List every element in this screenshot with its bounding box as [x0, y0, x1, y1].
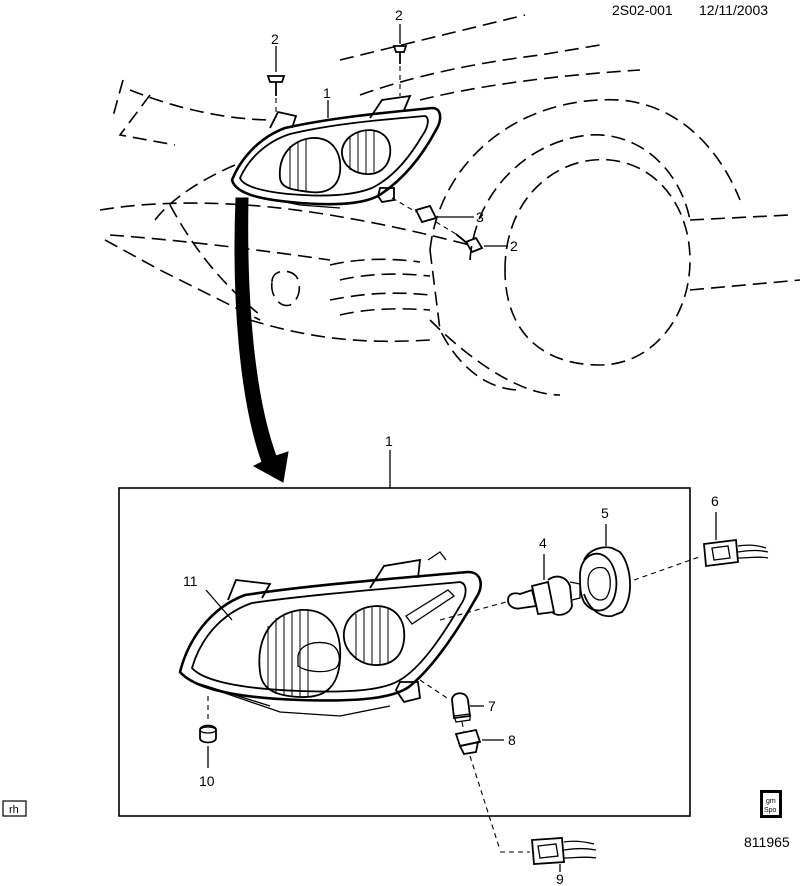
headlamp-bulb [507, 554, 581, 616]
callout-1-detail: 1 [385, 433, 393, 449]
callout-2-side: 2 [510, 238, 518, 254]
header-code: 2S02-001 [612, 2, 673, 18]
callout-11: 11 [183, 573, 198, 589]
vehicle-front-quarter [99, 14, 800, 396]
callout-2-top-right: 2 [395, 7, 403, 23]
headlamp-on-vehicle [230, 94, 442, 209]
callout-8: 8 [508, 732, 516, 748]
detail-frame [118, 487, 691, 817]
callout-4: 4 [539, 535, 547, 551]
callout-10: 10 [199, 773, 215, 789]
figure-number: 811965 [744, 834, 790, 850]
callout-1-top: 1 [323, 85, 331, 101]
callout-7: 7 [488, 698, 496, 714]
callout-5: 5 [601, 505, 609, 521]
callout-6: 6 [711, 493, 719, 509]
gm-spo-logo: gm Spo [760, 790, 782, 818]
clip-nut [391, 197, 438, 224]
side-tag-box: rh [2, 800, 27, 817]
headlamp-assembly-detail [178, 551, 482, 768]
header-date: 12/11/2003 [699, 2, 768, 18]
screw-top-right [392, 45, 408, 96]
svg-text:Spo: Spo [764, 807, 777, 814]
detail-arrow [234, 197, 289, 483]
callout-2-top-left: 2 [271, 31, 279, 47]
callout-3: 3 [476, 209, 484, 225]
callout-9: 9 [556, 871, 564, 886]
headlamp-connector [703, 512, 769, 568]
marker-connector [531, 837, 597, 872]
svg-text:gm: gm [766, 798, 776, 805]
side-marker-bulb [451, 692, 484, 723]
bolt-side [435, 221, 484, 254]
screw-top-left [266, 75, 286, 118]
bulb-socket-cover [579, 524, 631, 618]
marker-bulb-socket [454, 728, 504, 755]
side-tag-text: rh [9, 804, 19, 816]
